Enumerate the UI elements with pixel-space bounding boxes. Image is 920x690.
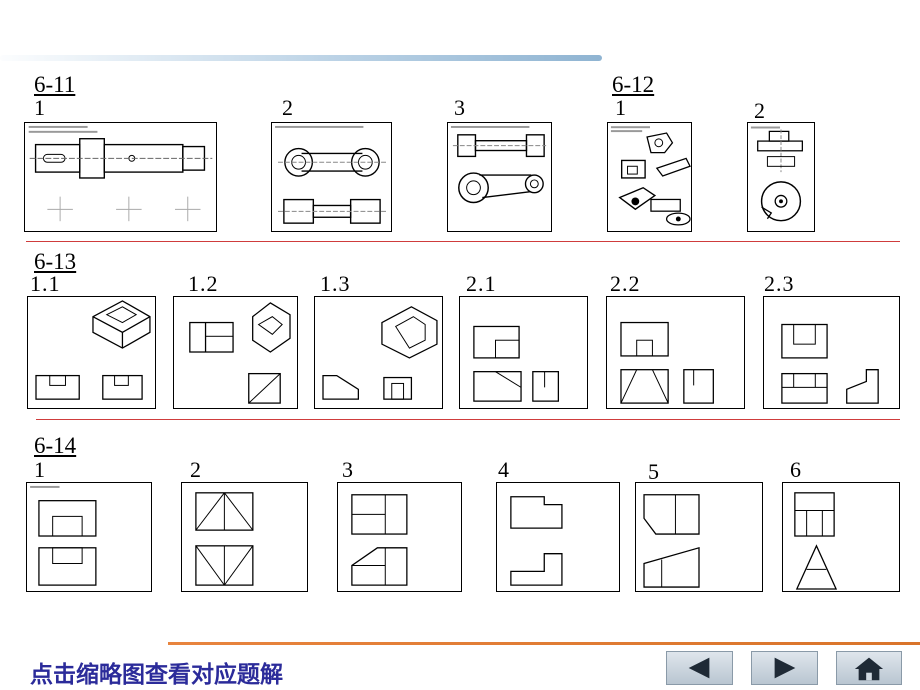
thumbnail-6-14-4[interactable] <box>496 482 620 592</box>
crank-drawing <box>450 125 547 204</box>
item-label-6-11-1: 1 <box>34 95 46 120</box>
item-label-6-13-4: 2.1 <box>466 271 497 296</box>
section-label-6-11: 6-11 <box>34 72 76 97</box>
thumbnail-6-14-2[interactable] <box>181 482 308 592</box>
section-label-6-14: 6-14 <box>34 433 77 458</box>
shaft-drawing <box>28 125 213 222</box>
item-label-6-13-2: 1.2 <box>188 271 219 296</box>
item-label-6-14-1: 1 <box>34 457 46 482</box>
item-label-6-14-3: 3 <box>342 457 354 482</box>
link-drawing <box>275 125 386 224</box>
section-divider-2 <box>36 419 900 420</box>
thumbnail-6-13-1-3[interactable] <box>314 296 443 409</box>
thumbnail-6-13-2-2[interactable] <box>606 296 745 409</box>
next-arrow-icon <box>774 657 796 679</box>
section-label-6-12: 6-12 <box>612 72 655 97</box>
bracket-drawing <box>610 126 691 226</box>
item-label-6-13-5: 2.2 <box>610 271 641 296</box>
home-icon <box>854 657 884 681</box>
item-label-6-11-2: 2 <box>282 95 294 120</box>
previous-button[interactable] <box>666 651 733 685</box>
home-button[interactable] <box>836 651 902 685</box>
next-button[interactable] <box>751 651 818 685</box>
item-label-6-11-3: 3 <box>454 95 466 120</box>
thumbnail-6-14-5[interactable] <box>635 482 763 592</box>
thumbnail-6-13-2-1[interactable] <box>459 296 588 409</box>
item-label-6-12-1: 1 <box>615 95 627 120</box>
thumbnail-6-14-1[interactable] <box>26 482 152 592</box>
item-label-6-14-4: 4 <box>498 457 510 482</box>
item-label-6-12-2: 2 <box>754 98 766 123</box>
thumbnail-6-12-2[interactable] <box>747 122 815 232</box>
thumbnail-6-13-1-2[interactable] <box>173 296 298 409</box>
thumbnail-6-13-2-3[interactable] <box>763 296 900 409</box>
thumbnail-6-13-1-1[interactable] <box>27 296 156 409</box>
item-label-6-13-1: 1.1 <box>30 271 61 296</box>
top-decorative-band <box>0 55 602 61</box>
footer-rule <box>168 642 920 645</box>
thumbnail-6-14-6[interactable] <box>782 482 900 592</box>
thumbnail-6-11-3[interactable] <box>447 122 552 232</box>
thumbnail-6-11-2[interactable] <box>271 122 392 232</box>
thumbnail-6-11-1[interactable] <box>24 122 217 232</box>
item-label-6-13-6: 2.3 <box>764 271 795 296</box>
section-label-6-13: 6-13 <box>34 249 77 274</box>
support-drawing <box>750 126 803 222</box>
thumbnail-6-12-1[interactable] <box>607 122 692 232</box>
item-label-6-14-5: 5 <box>648 459 660 484</box>
item-label-6-14-2: 2 <box>190 457 202 482</box>
item-label-6-14-6: 6 <box>790 457 802 482</box>
footer-hint: 点击缩略图查看对应题解 <box>30 662 283 688</box>
section-divider-1 <box>26 241 900 242</box>
item-label-6-13-3: 1.3 <box>320 271 351 296</box>
thumbnail-6-14-3[interactable] <box>337 482 462 592</box>
prev-arrow-icon <box>688 657 710 679</box>
